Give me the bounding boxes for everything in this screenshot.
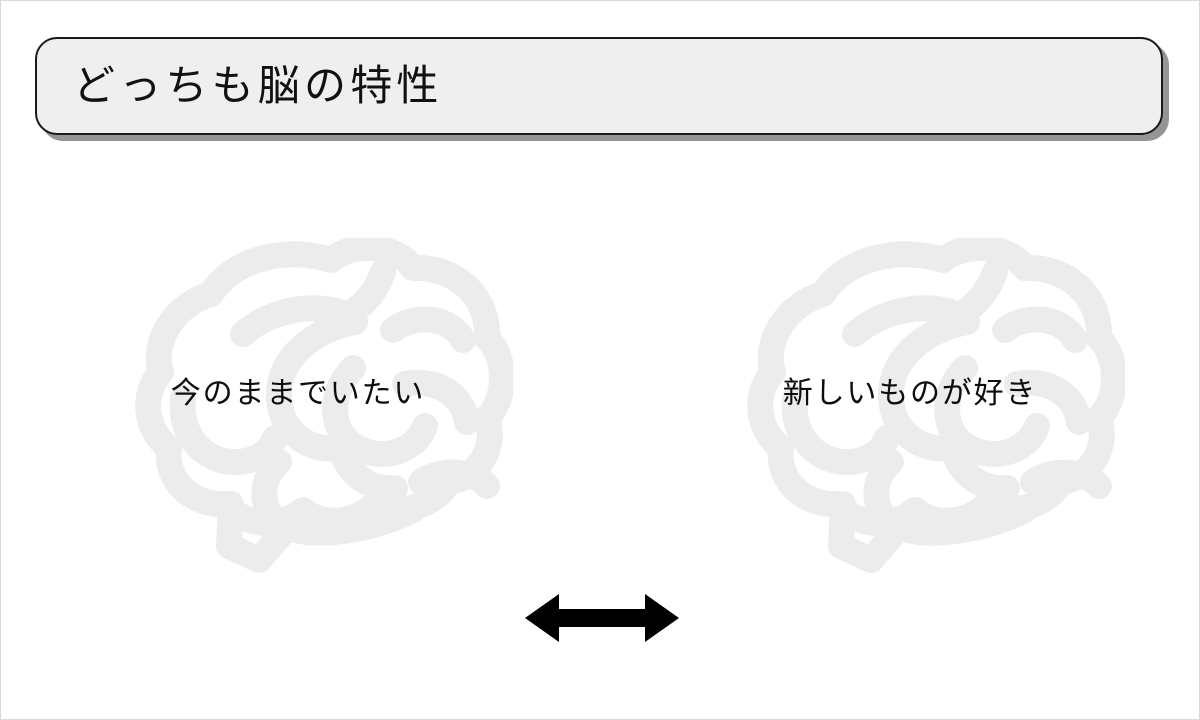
comparison-side-left: 今のままでいたい <box>83 216 513 586</box>
page-title: どっちも脳の特性 <box>73 62 443 109</box>
brain-icon <box>695 238 1125 583</box>
brain-icon <box>83 238 513 583</box>
double-arrow-icon <box>525 591 679 645</box>
title-box: どっちも脳の特性 <box>35 37 1163 135</box>
slide-title-container: どっちも脳の特性 <box>35 37 1171 143</box>
right-trait-label: 新しいものが好き <box>782 377 1038 410</box>
comparison-area: 今のままでいたい <box>1 216 1199 642</box>
left-trait-label: 今のままでいたい <box>170 377 426 410</box>
comparison-side-right: 新しいものが好き <box>695 216 1125 586</box>
